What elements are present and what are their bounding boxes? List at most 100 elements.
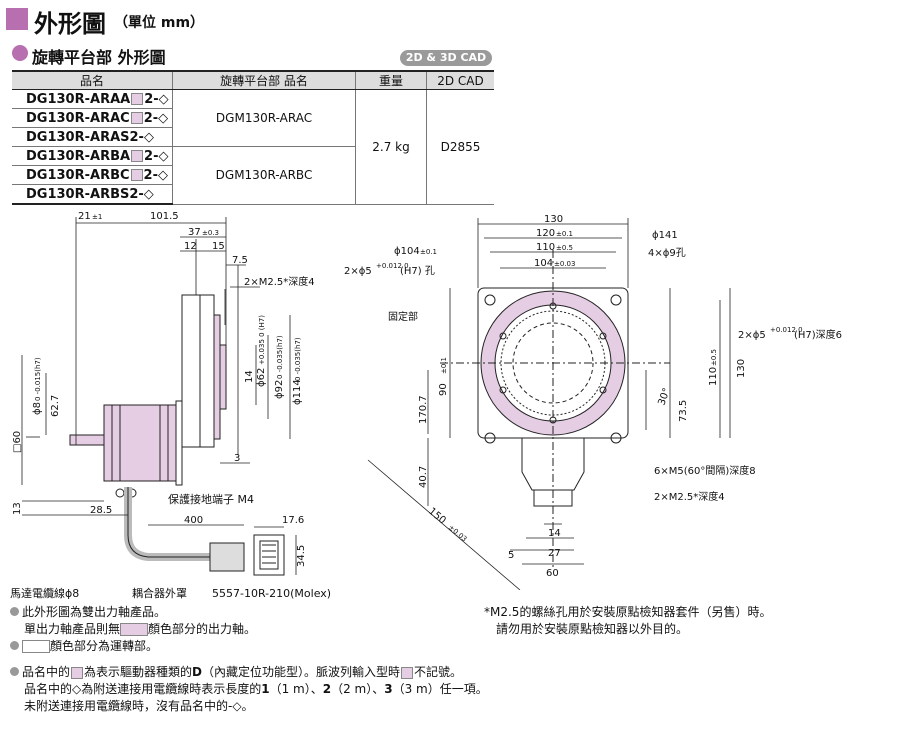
dim-62-7: 62.7 [50,395,61,417]
note-single-shaft-post: 顏色部分的出力軸。 [148,622,257,636]
cad-badge[interactable]: 2D & 3D CAD [400,50,492,66]
part-suffix: 2-◇ [143,167,168,183]
label-m2-5-depth4-left: 2×M2.5*深度4 [244,275,315,288]
dim-sq60: □60 [12,431,23,453]
label-pin-depth: 2×ϕ5 [738,330,766,341]
dim-phi104-tol: ±0.1 [420,248,437,256]
note-cable-length: 品名中的◇為附送連接用電纜線時表示長度的 [24,682,262,696]
dim-40-7: 40.7 [418,466,429,488]
dim-104: 104 [534,258,553,269]
dim-phi8-tol: 0 -0.015(h7) [34,357,42,401]
placeholder-box-icon [130,112,143,124]
dim-110-v: 110 [708,367,719,386]
placeholder-box-icon [71,666,84,679]
note-driver-pre: 品名中的 [22,665,71,679]
notes-bottom: 品名中的為表示驅動器種類的D（內藏定位功能型）。脈波列輸入型時不記號。 品名中的… [10,664,890,715]
dim-150-tol: ±0.03 [447,523,469,543]
highlight-swatch [120,623,149,636]
part-number: DG130R-ARBA [26,148,131,164]
note-driver-post: （內藏定位功能型）。脈波列輸入型時 [202,665,401,679]
dim-170-7: 170.7 [418,395,429,424]
note-double-shaft: 此外形圖為雙出力軸產品。 [22,605,167,619]
dim-27: 27 [548,548,561,559]
part-number: DG130R-ARAC [26,110,130,126]
note-moving-part: 顏色部分為運轉部。 [50,639,159,653]
placeholder-box-icon [130,169,143,181]
part-number: DG130R-ARBC [26,167,130,183]
length-unit-1: （1 m）、 [269,682,323,696]
dim-3: 3 [234,453,240,464]
part-suffix: 2-◇ [144,148,169,164]
dim-21: 21 [78,211,91,222]
dim-34-5: 34.5 [296,545,307,567]
note-driver-mid: 為表示驅動器種類的 [84,665,193,679]
dim-phi92-tol: 0 -0.035(h7) [276,335,284,379]
table-row: DG130R-ARAA 2-◇ DGM130R-ARAC 2.7 kg D2855 [12,89,494,205]
table-row: DG130R-ARBC 2-◇ [12,165,494,185]
note-m25-usage: M2.5的螺絲孔用於安裝原點檢知器套件（另售）時。 [490,605,772,619]
label-m5-holes: 6×M5(60°間隔)深度8 [654,464,756,477]
dim-phi114-tol: 0 -0.035(h7) [294,337,302,381]
section-title: 旋轉平台部 外形圖 [32,48,166,67]
dim-15: 15 [212,241,225,252]
label-ground-terminal: 保護接地端子 M4 [168,492,254,506]
placeholder-box-icon [401,666,414,679]
cad-link[interactable]: D2855 [426,89,494,205]
bullet-icon [10,641,19,650]
dim-37-tol: ±0.3 [202,229,219,237]
length-code-1: 1 [261,682,270,696]
table-name-cell: DGM130R-ARAC [172,89,356,147]
dim-110-tol: ±0.5 [556,244,573,252]
table-row: DG130R-ARAS2-◇ [12,127,494,147]
dim-60: 60 [546,568,559,579]
label-motor-cable: 馬達電纜線ϕ8 [10,586,79,600]
note-driver-end: 不記號。 [414,665,463,679]
notes-right: *M2.5的螺絲孔用於安裝原點檢知器套件（另售）時。 請勿用於安裝原點檢知器以外… [484,604,884,638]
dim-12: 12 [184,241,197,252]
dim-phi62-tol: +0.035 0 (H7) [258,315,266,365]
asterisk-icon: * [484,605,490,619]
page-title: 外形圖 [34,10,106,38]
dim-90-tol: ±0.1 [440,357,448,374]
dim-400: 400 [184,515,203,526]
weight-cell: 2.7 kg [355,89,427,205]
table-row: DG130R-ARBA 2-◇ DGM130R-ARBC [12,146,494,205]
label-fixed-part: 固定部 [388,310,418,323]
bullet-icon [10,607,19,616]
note-no-cable: 未附送連接用電纜線時，沒有品名中的-◇。 [24,699,254,713]
dim-110: 110 [536,242,555,253]
side-view-drawing: 21 ±1 101.5 37 ±0.3 12 15 7.5 2×M2.5*深度4… [10,211,331,600]
part-suffix: 2-◇ [144,91,169,107]
dim-90: 90 [438,383,449,396]
part-number: DG130R-ARAA [26,91,131,107]
dim-110-v-tol: ±0.5 [710,349,718,366]
note-m25-warning: 請勿用於安裝原點檢知器以外目的。 [496,622,689,636]
col-header-table-name: 旋轉平台部 品名 [172,70,356,90]
placeholder-box-icon [131,93,144,105]
col-header-weight: 重量 [355,70,427,90]
table-name-cell: DGM130R-ARBC [172,146,356,205]
label-connector: 5557-10R-210(Molex) [212,587,331,600]
section-marker [12,45,28,61]
length-unit-3: （3 m）任一項。 [392,682,488,696]
top-view-drawing: 130 120 ±0.1 110 ±0.5 104 ±0.03 ϕ141 4×ϕ… [344,214,842,590]
dim-7-5: 7.5 [232,255,248,266]
unit-label: （單位 mm） [114,15,205,31]
white-swatch [22,640,50,653]
label-pin-hole-suffix: (H7) 孔 [400,265,435,277]
note-single-shaft-pre: 單出力軸產品則無 [24,622,121,636]
label-pin-depth-tol: +0.012 0 [770,326,803,334]
dim-13: 13 [12,502,23,515]
part-number: DG130R-ARAS2-◇ [26,129,154,145]
title-marker [6,8,28,30]
length-unit-2: （2 m）、 [331,682,385,696]
dim-phi104: ϕ104 [394,246,420,257]
dim-120: 120 [536,228,555,239]
label-pin-depth-suffix: (H7)深度6 [794,328,842,341]
dim-phi8: ϕ8 [32,402,43,415]
note-driver-code: D [192,665,202,679]
dim-17-6: 17.6 [282,515,304,526]
col-header-name: 品名 [12,70,173,90]
